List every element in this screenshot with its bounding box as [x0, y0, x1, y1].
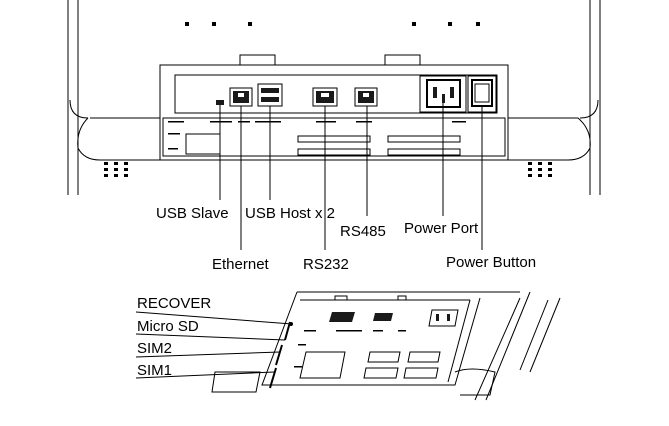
leader-lines: [219, 103, 483, 250]
side-ports: [329, 309, 459, 327]
vent-holes-left: [104, 162, 128, 177]
mounting-holes: [185, 22, 480, 26]
rs485-label: RS485: [340, 223, 386, 240]
micro-sd-label: Micro SD: [137, 318, 199, 335]
sim1-label: SIM1: [137, 362, 172, 379]
power-button-label: Power Button: [446, 254, 536, 271]
device-side-view: [211, 291, 561, 401]
device-rear-view: [67, 0, 601, 250]
power-port-label: Power Port: [404, 220, 479, 237]
side-panel-print: [294, 330, 406, 368]
usb-slave-label: USB Slave: [156, 205, 229, 222]
vent-holes-right: [528, 162, 552, 177]
usb-host-ports: [257, 83, 283, 107]
usb-slave-port: [216, 100, 224, 105]
recover-label: RECOVER: [137, 295, 211, 312]
panel-print: [168, 121, 466, 150]
ethernet-label: Ethernet: [212, 256, 270, 273]
usb-host-label: USB Host x 2: [245, 205, 335, 222]
rs232-label: RS232: [303, 256, 349, 273]
sim2-label: SIM2: [137, 340, 172, 357]
ethernet-port: [229, 87, 253, 107]
rs485-port: [354, 87, 378, 107]
rs232-port: [312, 87, 338, 107]
bottom-leader-lines: [135, 311, 293, 379]
